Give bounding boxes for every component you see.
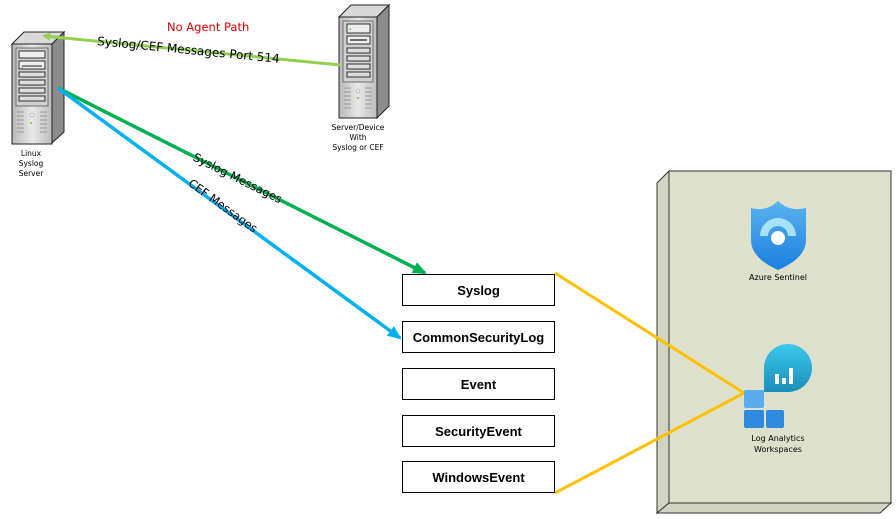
label-line: With [349, 133, 367, 142]
label-line: Workspaces [754, 445, 802, 454]
label-line: Linux [20, 149, 42, 158]
table-box-commonsecuritylog: CommonSecurityLog [402, 321, 555, 353]
table-box-syslog: Syslog [402, 274, 555, 306]
label-line: Server [18, 169, 44, 178]
table-box-securityevent: SecurityEvent [402, 415, 555, 447]
source-device-server-icon [337, 3, 391, 120]
edge-cef-messages [56, 86, 402, 340]
azure-sentinel-icon [751, 201, 806, 270]
linux-server-icon [10, 30, 66, 145]
edge-syslog-messages [57, 86, 427, 275]
log-analytics-label: Log Analytics Workspaces [728, 433, 828, 455]
azure-sentinel-label: Azure Sentinel [749, 273, 807, 282]
source-device-label: Server/Device With Syslog or CEF [318, 123, 398, 153]
edge-windowsevent-to-workspace [554, 391, 745, 495]
label-line: Log Analytics [751, 434, 805, 443]
edge-syslog-to-workspace [554, 271, 745, 395]
linux-server-label: Linux Syslog Server [2, 149, 60, 179]
label-line: Server/Device [331, 123, 385, 132]
edge-syslog-cef-port-514 [42, 32, 341, 67]
table-box-windowsevent: WindowsEvent [402, 461, 555, 493]
label-line: Syslog or CEF [332, 143, 384, 152]
diagram-title: No Agent Path [167, 20, 250, 34]
table-box-event: Event [402, 368, 555, 400]
log-analytics-workspaces-icon [744, 344, 812, 428]
label-line: Syslog [18, 159, 44, 168]
